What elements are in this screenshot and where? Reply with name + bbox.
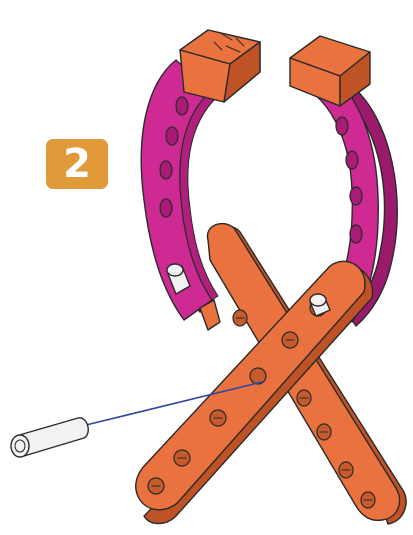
axle-pin-icon (11, 418, 88, 457)
ring-end-cap-left (180, 30, 260, 102)
